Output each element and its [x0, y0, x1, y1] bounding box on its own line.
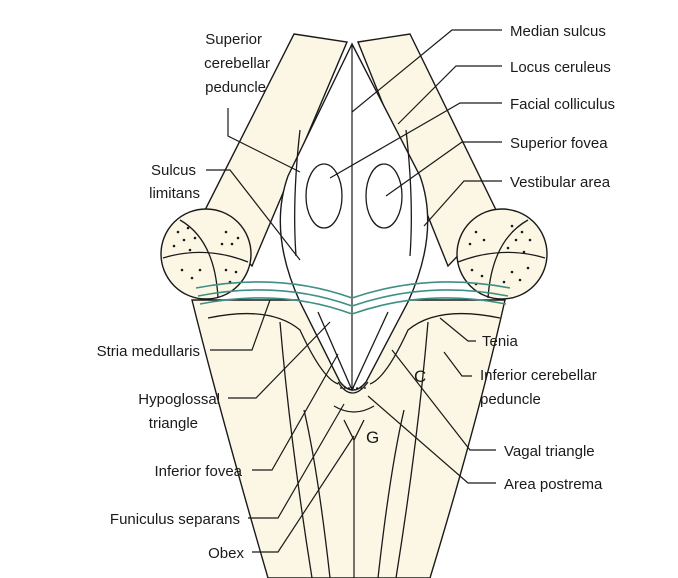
stria-medullaris-band-1: [195, 281, 511, 299]
vagal-triangle-label: Vagal triangle: [504, 443, 595, 460]
superior-cerebellar-peduncle-label-line3: peduncle: [205, 79, 266, 96]
superior-cerebellar-peduncle-label-line2: cerebellar: [204, 55, 270, 72]
hypoglossal-triangle-label-line1: Hypoglossal: [138, 391, 220, 408]
stria-medullaris-band-2: [197, 289, 509, 307]
hypoglossal-vagal-triangle-outline: [317, 311, 389, 392]
right-tenia: [369, 312, 501, 385]
left-superior-cerebellar-peduncle: [202, 33, 348, 268]
superior-cerebellar-peduncle-label-line1: Superior: [205, 31, 262, 48]
right-circle-division-2: [457, 251, 546, 263]
leader-lines: [206, 29, 502, 553]
inferior-cerebellar-peduncle-label-line1: Inferior cerebellar: [480, 367, 597, 384]
left-tenia: [207, 312, 339, 385]
area-postrema-label: Area postrema: [504, 476, 603, 493]
right-circle-dots: [468, 224, 532, 286]
locus-ceruleus-label: Locus ceruleus: [510, 59, 611, 76]
superior-fovea-label: Superior fovea: [510, 135, 608, 152]
stria-medullaris-band-3: [199, 297, 507, 315]
funiculus-separans-outline: [333, 405, 375, 413]
sulcus-limitans-label-line1: Sulcus: [151, 162, 196, 179]
medulla-lower-region: [191, 299, 506, 578]
right-fasciculus-line-1: [395, 321, 429, 578]
right-circle-division: [487, 219, 529, 299]
vestibular-area-label: Vestibular area: [510, 174, 611, 191]
funiculus-separans-label: Funiculus separans: [110, 511, 240, 528]
inferior-fovea-label: Inferior fovea: [154, 463, 242, 480]
left-circle-dots: [172, 226, 240, 284]
sulcus-limitans-label-line2: limitans: [149, 185, 200, 202]
right-sulcus-limitans: [405, 129, 412, 257]
tenia-label: Tenia: [482, 333, 519, 350]
left-sulcus-limitans: [294, 129, 301, 257]
hypoglossal-triangle-label-line2: triangle: [149, 415, 198, 432]
left-fasciculus-line-1: [279, 321, 313, 578]
median-sulcus-label: Median sulcus: [510, 23, 606, 40]
left-circle-division: [179, 219, 219, 299]
right-facial-colliculus: [365, 163, 403, 229]
left-circle-division-2: [162, 251, 249, 263]
right-middle-cerebellar-peduncle: [456, 208, 548, 300]
letter-c-label: C: [414, 367, 426, 386]
facial-colliculus-label: Facial colliculus: [510, 96, 615, 113]
left-fasciculus-line-2: [303, 409, 331, 578]
letter-g-label: G: [366, 428, 379, 447]
left-middle-cerebellar-peduncle: [160, 208, 252, 300]
inferior-cerebellar-peduncle-label-line2: peduncle: [480, 391, 541, 408]
stria-medullaris-label: Stria medullaris: [97, 343, 200, 360]
area-postrema-outline: [337, 381, 369, 394]
left-facial-colliculus: [305, 163, 343, 229]
obex-label: Obex: [208, 545, 244, 562]
